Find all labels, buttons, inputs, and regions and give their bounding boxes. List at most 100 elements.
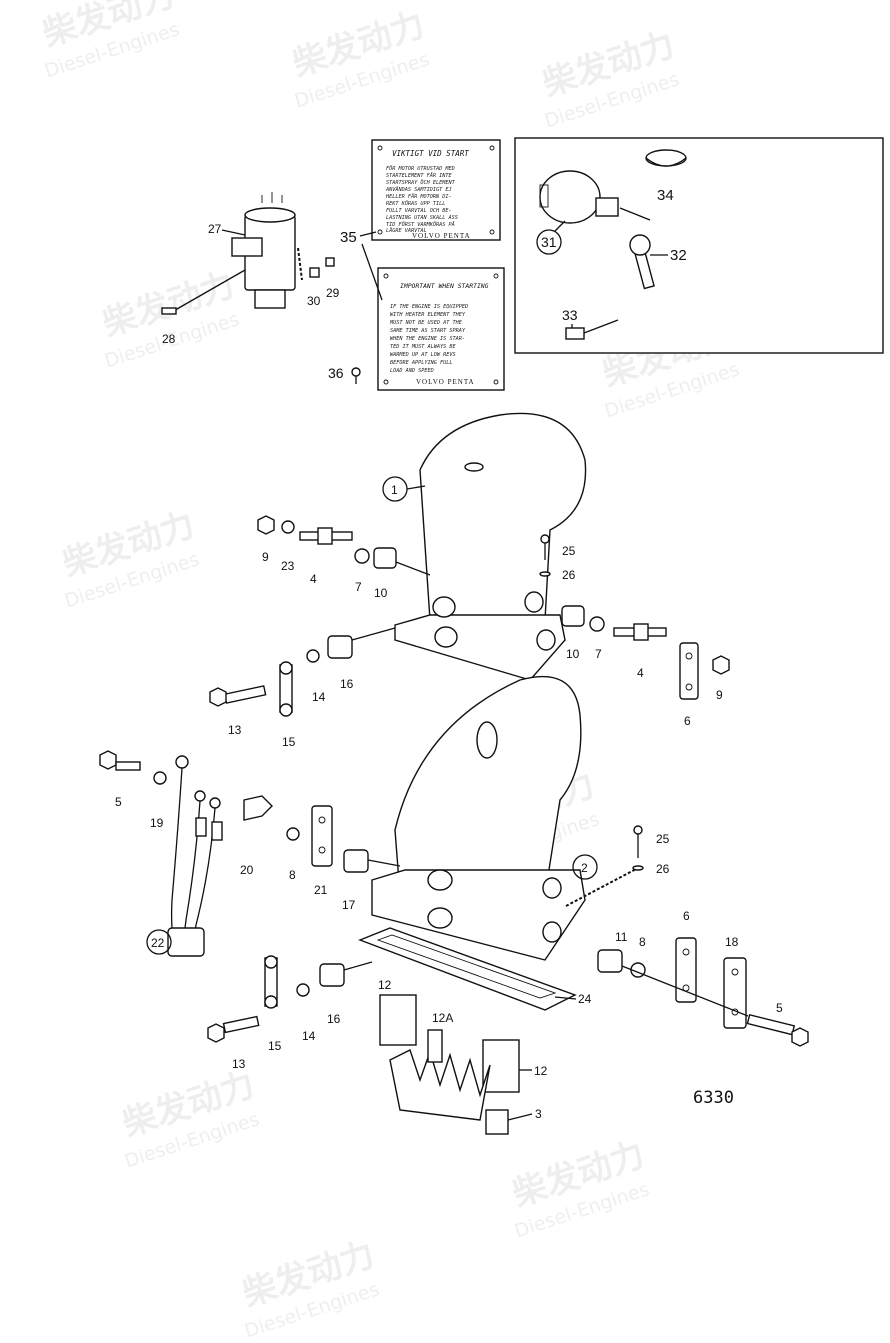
callout-2-ring bbox=[572, 854, 598, 880]
ignition-switch-body bbox=[539, 170, 601, 224]
watermark-2: 柴发动力 Diesel-Engines bbox=[288, 5, 432, 113]
callout-13a: 13 bbox=[228, 723, 242, 737]
plate-swedish-line: FÖR MOTOR UTRUSTAD MED bbox=[386, 165, 455, 172]
plate-english-line: TED IT MUST ALWAYS BE bbox=[390, 344, 456, 350]
bolt-13-head bbox=[209, 687, 227, 707]
bolt-25b-head bbox=[633, 825, 643, 835]
gasket-24: 24 bbox=[358, 927, 592, 1011]
watermark-10: 柴发动力 Diesel-Engines bbox=[238, 1235, 382, 1343]
terminal-20 bbox=[243, 795, 273, 821]
bushing-16 bbox=[327, 635, 353, 659]
bracket-hole bbox=[682, 948, 690, 956]
callout-12b: 12 bbox=[534, 1064, 548, 1078]
figure-number: 6330 bbox=[693, 1088, 734, 1108]
cable-eye bbox=[209, 797, 221, 809]
watermark-6: 柴发动力 Diesel-Engines bbox=[58, 505, 202, 613]
gasket-inner bbox=[376, 934, 557, 999]
callout-31: 31 bbox=[541, 234, 557, 250]
callout-34: 34 bbox=[657, 187, 674, 204]
solenoid-base bbox=[254, 289, 286, 309]
callout-6b: 6 bbox=[683, 909, 690, 923]
plate-english-brand: VOLVO PENTA bbox=[416, 378, 475, 386]
plate-swedish-line: LÅGRE VARVTAL bbox=[386, 227, 427, 234]
callout-36: 36 bbox=[328, 365, 344, 381]
screw-28 bbox=[161, 307, 177, 315]
callout-4a: 4 bbox=[310, 572, 317, 586]
plate-swedish-border bbox=[371, 139, 501, 241]
bracket-6 bbox=[679, 642, 699, 700]
cable-sleeve bbox=[167, 927, 205, 957]
plate-hole bbox=[377, 145, 383, 151]
callout-20: 20 bbox=[240, 863, 254, 877]
bracket-18 bbox=[723, 957, 747, 1029]
manifold-2-port bbox=[476, 721, 498, 759]
callout-5a: 5 bbox=[115, 795, 122, 809]
cap-34-dome bbox=[645, 157, 687, 167]
bracket-hole bbox=[318, 816, 326, 824]
manifold-1-lower-hardware: 13 14 15 16 bbox=[209, 627, 396, 749]
callout-22-ring bbox=[146, 929, 172, 955]
bushing-10b bbox=[561, 605, 585, 627]
key-shaft bbox=[619, 207, 651, 221]
callout-32: 32 bbox=[670, 247, 687, 264]
axis-line bbox=[351, 627, 396, 641]
leader-3 bbox=[507, 1113, 533, 1121]
callout-22: 22 bbox=[151, 936, 165, 950]
bushing-17 bbox=[343, 849, 369, 873]
callout-24: 24 bbox=[578, 992, 592, 1006]
plate-swedish-brand: VOLVO PENTA bbox=[412, 232, 471, 240]
callout-15b: 15 bbox=[268, 1039, 282, 1053]
callout-1: 1 bbox=[391, 483, 398, 497]
plate-swedish-line: HELLER FÅR MOTORN DI- bbox=[385, 193, 452, 200]
plate-hole bbox=[377, 229, 383, 235]
clip-15b-eye bbox=[264, 955, 278, 969]
bushing-16b bbox=[319, 963, 345, 987]
manifold-2-boss bbox=[427, 869, 453, 891]
bolt-25-head bbox=[540, 534, 550, 544]
bolt-5 bbox=[115, 761, 141, 771]
cable-eye bbox=[194, 790, 206, 802]
fuse-33 bbox=[565, 327, 585, 340]
cable-eye bbox=[175, 755, 189, 769]
plate-english-line: IF THE ENGINE IS EQUIPPED bbox=[390, 304, 468, 310]
callout-26b: 26 bbox=[656, 862, 670, 876]
plate-swedish-heading: VIKTIGT VID START bbox=[392, 149, 469, 158]
callout-29: 29 bbox=[326, 286, 340, 300]
manifold-1-port bbox=[464, 462, 484, 472]
bolt-13b bbox=[222, 1015, 260, 1034]
callout-26a: 26 bbox=[562, 568, 576, 582]
callout-10a: 10 bbox=[374, 586, 388, 600]
plate-english-line: SAME TIME AS START SPRAY bbox=[390, 328, 466, 334]
warning-plate-english: IMPORTANT WHEN STARTING IF THE ENGINE IS… bbox=[377, 267, 505, 391]
manifold-1: 1 bbox=[382, 412, 587, 681]
leader-31 bbox=[554, 220, 566, 232]
cable bbox=[170, 767, 183, 956]
plate-swedish-line: REKT KÖRAS UPP TILL bbox=[386, 200, 445, 207]
callout-16b: 16 bbox=[327, 1012, 341, 1026]
bolt-13b-head bbox=[207, 1023, 225, 1043]
plate-swedish-line: TID FÖRST VARMKÖRAS PÅ bbox=[386, 221, 455, 228]
callout-17: 17 bbox=[342, 898, 356, 912]
manifold-2-left-hardware: 5 19 20 8 21 17 bbox=[99, 750, 401, 912]
watermark-8: 柴发动力 Diesel-Engines bbox=[118, 1065, 262, 1173]
washer-23 bbox=[281, 520, 295, 534]
manifold-1-boss bbox=[432, 596, 456, 618]
callout-9a: 9 bbox=[262, 550, 269, 564]
callout-18: 18 bbox=[725, 935, 739, 949]
callout-15a: 15 bbox=[282, 735, 296, 749]
manifold-2-body bbox=[394, 675, 582, 896]
manifold-1-right-hardware: 25 26 10 7 4 6 9 bbox=[539, 534, 730, 728]
manifold-2-lower-left-hardware: 13 15 14 16 bbox=[207, 955, 373, 1071]
callout-30: 30 bbox=[307, 294, 321, 308]
callout-12a: 12 bbox=[378, 978, 392, 992]
leader-1 bbox=[406, 485, 426, 490]
callout-16a: 16 bbox=[340, 677, 354, 691]
callout-25b: 25 bbox=[656, 832, 670, 846]
bolt-5b bbox=[746, 1013, 796, 1036]
bracket-21 bbox=[311, 805, 333, 867]
manifold-1-left-hardware: 9 23 4 7 10 bbox=[257, 515, 431, 600]
heater-element-3 bbox=[389, 1049, 491, 1121]
plate-hole bbox=[489, 229, 495, 235]
axis-line bbox=[367, 859, 401, 867]
